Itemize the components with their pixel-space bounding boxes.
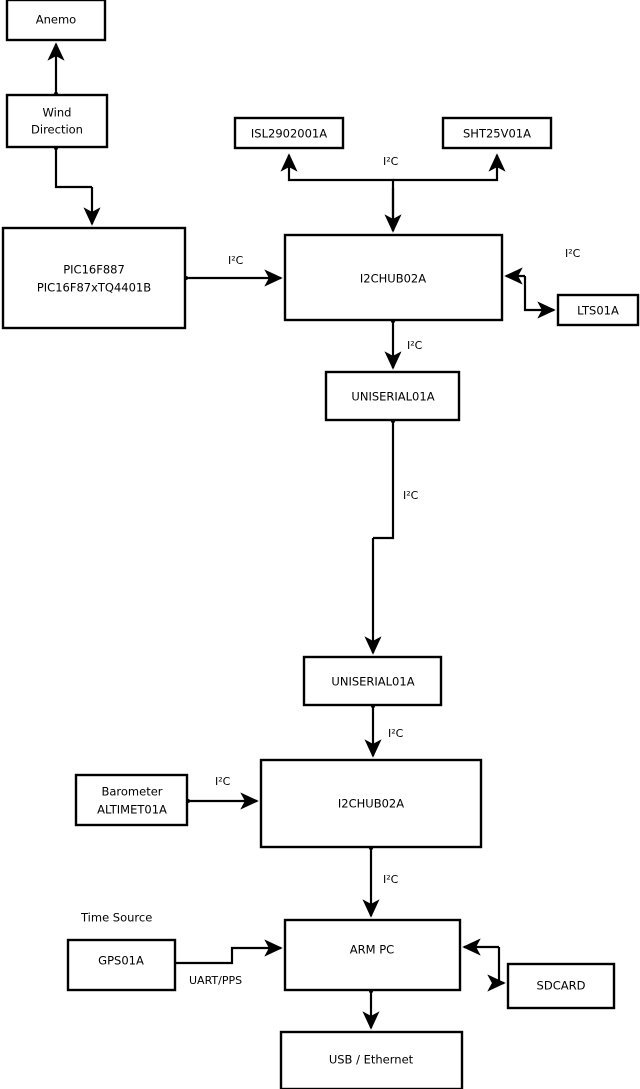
block-pic-mcu[interactable]: PIC16F887 PIC16F87xTQ4401B — [1, 226, 187, 330]
conn-armpc-sdcard-out — [487, 947, 506, 992]
conn-gps-armpc — [175, 939, 283, 965]
block-sdcard[interactable]: SDCARD — [506, 962, 616, 1010]
conn-uniserial-link-up — [373, 407, 402, 540]
labels-layer: I²C I²C I²C I²C I²C I²C I²C I²C UART/PPS… — [80, 155, 581, 987]
edge-label-hub-uniserial: I²C — [407, 339, 423, 352]
block-i2chub02a-bottom[interactable]: I2CHUB02A — [259, 758, 483, 849]
label-time-source: Time Source — [80, 911, 152, 925]
edge-label-hub-armpc: I²C — [383, 873, 399, 886]
block-lts01a[interactable]: LTS01A — [556, 293, 640, 327]
block-sht25v01a-label: SHT25V01A — [463, 127, 531, 141]
block-i2chub02a-top-label: I2CHUB02A — [360, 272, 426, 286]
block-gps01a-label: GPS01A — [98, 954, 144, 968]
block-isl2902001a-label: ISL2902001A — [251, 127, 327, 141]
block-wind-direction-label2: Direction — [31, 123, 83, 137]
edge-label-pic-hub: I²C — [228, 254, 244, 267]
block-lts01a-label: LTS01A — [577, 304, 619, 318]
block-uniserial01a-upper-label: UNISERIAL01A — [351, 390, 434, 404]
block-i2chub02a-bottom-label: I2CHUB02A — [338, 797, 404, 811]
block-uniserial01a-lower[interactable]: UNISERIAL01A — [302, 655, 443, 707]
block-wind-direction-label: Wind — [43, 106, 72, 120]
block-isl2902001a[interactable]: ISL2902001A — [233, 116, 345, 150]
block-anemo[interactable]: Anemo — [5, 0, 107, 42]
block-uniserial01a-upper[interactable]: UNISERIAL01A — [324, 370, 461, 422]
block-usb-ethernet[interactable]: USB / Ethernet — [279, 1030, 464, 1089]
conn-hub-isl — [280, 153, 395, 231]
block-usb-ethernet-label: USB / Ethernet — [329, 1053, 414, 1067]
block-uniserial01a-lower-label: UNISERIAL01A — [331, 675, 414, 689]
conn-pic-wind-up — [47, 134, 92, 189]
block-i2chub02a-top[interactable]: I2CHUB02A — [283, 233, 504, 322]
edge-label-hub-lts: I²C — [565, 247, 581, 260]
edge-label-sensors-hub: I²C — [383, 155, 399, 168]
block-wind-direction[interactable]: Wind Direction — [5, 93, 109, 149]
block-gps01a[interactable]: GPS01A — [66, 938, 177, 992]
block-barometer-label2: ALTIMET01A — [97, 803, 167, 817]
conn-hub-lts-out — [523, 276, 556, 319]
block-barometer[interactable]: Barometer ALTIMET01A — [74, 773, 189, 827]
block-sht25v01a[interactable]: SHT25V01A — [441, 116, 553, 150]
edge-label-uniserial-link: I²C — [403, 489, 419, 502]
block-sdcard-label: SDCARD — [537, 979, 586, 993]
block-arm-pc-label: ARM PC — [350, 943, 394, 957]
conn-hub-sht — [393, 153, 506, 182]
connections-layer — [47, 42, 556, 1030]
block-anemo-label: Anemo — [36, 13, 76, 27]
edge-label-baro-hub: I²C — [215, 775, 231, 788]
block-pic-mcu-label2: PIC16F87xTQ4401B — [37, 281, 151, 295]
block-barometer-label: Barometer — [101, 785, 162, 799]
edge-label-gps-armpc: UART/PPS — [189, 974, 242, 987]
block-arm-pc[interactable]: ARM PC — [283, 918, 462, 992]
block-pic-mcu-label: PIC16F887 — [63, 263, 125, 277]
edge-label-uniserial2-hub: I²C — [388, 727, 404, 740]
